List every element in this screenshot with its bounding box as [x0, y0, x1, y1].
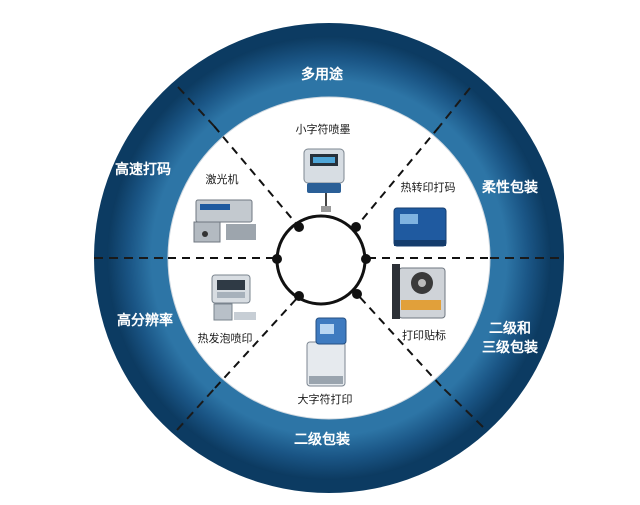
product-label-thermal-transfer: 热转印打码 [401, 180, 456, 194]
product-label-thermal-inkjet: 热发泡喷印 [198, 331, 253, 345]
hub-node-top-left [294, 222, 304, 232]
thermal-transfer-printer-icon [393, 207, 447, 247]
hub-node-top-right [351, 222, 361, 232]
ring-separators [94, 86, 564, 431]
spoke-bottom-right [356, 293, 442, 387]
inkjet-printer-icon [303, 148, 345, 212]
label-applicator-icon [392, 264, 446, 319]
spoke-top-right [355, 126, 440, 228]
segment-label-left-lower: 高分辨率 [117, 312, 173, 329]
hub-node-bottom-right [352, 289, 362, 299]
product-label-print-apply: 打印贴标 [402, 328, 446, 342]
laser-marker-icon [193, 199, 256, 243]
separator-top-right [438, 87, 471, 128]
separator-top-left [177, 86, 215, 127]
hub-node-right [361, 254, 371, 264]
hub-node-bottom-left [294, 291, 304, 301]
segment-label-bottom: 二级包装 [294, 431, 351, 448]
segment-label-right-lower-line2: 三级包装 [482, 339, 539, 356]
large-character-printer-icon [306, 317, 347, 387]
inner-spokes [168, 125, 490, 389]
segment-label-top: 多用途 [301, 66, 344, 83]
product-label-laser: 激光机 [206, 172, 239, 186]
segment-label-left-upper: 高速打码 [115, 161, 171, 178]
hub-nodes [272, 222, 371, 301]
thermal-inkjet-printer-icon [211, 274, 256, 321]
spoke-bottom-left [214, 295, 300, 389]
segment-label-right-upper: 柔性包装 [481, 179, 539, 196]
separator-bottom-right [440, 385, 484, 428]
product-label-large-char: 大字符打印 [298, 392, 353, 406]
hub-node-left [272, 254, 282, 264]
separator-bottom-left [176, 387, 216, 431]
product-label-small-char-inkjet: 小字符喷墨 [296, 122, 351, 136]
segment-label-right-lower-line1: 二级和 [489, 320, 531, 337]
